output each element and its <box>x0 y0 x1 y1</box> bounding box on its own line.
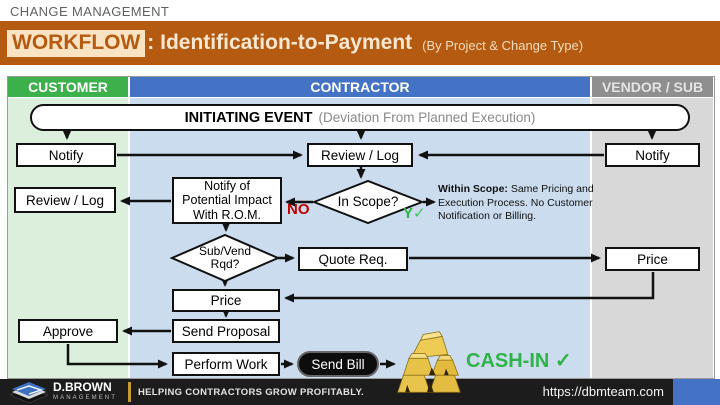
price-vendor-box: Price <box>605 247 700 271</box>
send-proposal-label: Send Proposal <box>181 323 271 339</box>
within-scope-note: Within Scope: Same Pricing and Execution… <box>438 183 596 224</box>
subvend-line2: Rqd? <box>210 257 240 271</box>
footer-accent-block <box>673 379 720 405</box>
subvend-line1: Sub/Vend <box>198 244 252 258</box>
perform-work-box: Perform Work <box>172 352 280 376</box>
footer-bar: D.BROWN MANAGEMENT HELPING CONTRACTORS G… <box>0 379 720 405</box>
approve-box: Approve <box>18 319 118 343</box>
footer-tagline: HELPING CONTRACTORS GROW PROFITABLY. <box>138 387 364 398</box>
send-bill-pill: Send Bill <box>297 351 379 377</box>
title-highlight: WORKFLOW <box>7 29 146 57</box>
notify-customer-box: Notify <box>16 143 116 167</box>
subvend-diamond <box>169 233 281 283</box>
footer-url[interactable]: https://dbmteam.com <box>542 384 664 399</box>
footer-divider <box>128 382 131 402</box>
review-log-center-label: Review / Log <box>320 147 400 163</box>
send-proposal-box: Send Proposal <box>172 319 280 343</box>
notify-vendor-box: Notify <box>605 143 700 167</box>
cash-in-label: CASH-IN ✓ <box>466 350 572 372</box>
yes-branch-label: Y✓ <box>403 204 426 222</box>
notify-impact-line2: Potential Impact <box>182 193 272 208</box>
initiating-event-box: INITIATING EVENT (Deviation From Planned… <box>30 104 690 131</box>
price-vendor-label: Price <box>637 251 668 267</box>
send-bill-label: Send Bill <box>311 356 365 372</box>
price-center-box: Price <box>172 289 280 312</box>
quote-req-box: Quote Req. <box>298 247 408 271</box>
brand-subtitle: MANAGEMENT <box>53 395 118 401</box>
arrow-approve-to-perform <box>66 344 168 369</box>
page-title: : Identification-to-Payment <box>147 31 413 54</box>
page-eyebrow: CHANGE MANAGEMENT <box>10 4 170 19</box>
approve-label: Approve <box>42 323 94 339</box>
dbrown-logo-icon <box>10 382 48 403</box>
review-log-customer-box: Review / Log <box>14 187 116 213</box>
gold-bars-icon <box>397 331 461 393</box>
quote-req-label: Quote Req. <box>318 251 388 267</box>
initiating-event-title: INITIATING EVENT <box>184 109 313 126</box>
lane-header-customer: CUSTOMER <box>8 77 128 97</box>
notify-vendor-label: Notify <box>635 147 670 163</box>
yes-check-icon: ✓ <box>413 205 426 222</box>
notify-impact-line3: With R.O.M. <box>192 207 262 222</box>
subvend-label: Sub/Vend Rqd? <box>172 245 278 271</box>
yes-letter: Y <box>403 205 414 222</box>
brand-block: D.BROWN MANAGEMENT <box>53 381 117 402</box>
title-banner: WORKFLOW : Identification-to-Payment (By… <box>0 21 720 65</box>
lane-header-vendor: VENDOR / SUB <box>592 77 713 97</box>
review-log-center-box: Review / Log <box>307 143 413 167</box>
notify-customer-label: Notify <box>48 147 84 163</box>
no-branch-label: NO <box>287 201 310 218</box>
initiating-event-subtitle: (Deviation From Planned Execution) <box>318 110 536 125</box>
brand-name: D.BROWN <box>53 380 112 394</box>
inscope-diamond <box>311 179 425 225</box>
within-scope-text: Same Pricing and Execution Process. No C… <box>438 183 594 222</box>
arrow-price-vendor-to-price <box>284 272 655 303</box>
price-center-label: Price <box>210 293 242 308</box>
notify-impact-box: Notify of Potential Impact With R.O.M. <box>172 177 282 224</box>
title-qualifier: (By Project & Change Type) <box>422 37 584 53</box>
notify-impact-line1: Notify of <box>204 178 250 193</box>
perform-work-label: Perform Work <box>184 356 268 372</box>
inscope-label: In Scope? <box>337 194 399 209</box>
within-scope-bold: Within Scope: <box>438 183 508 195</box>
lane-header-contractor: CONTRACTOR <box>130 77 590 97</box>
review-log-customer-label: Review / Log <box>25 192 105 208</box>
